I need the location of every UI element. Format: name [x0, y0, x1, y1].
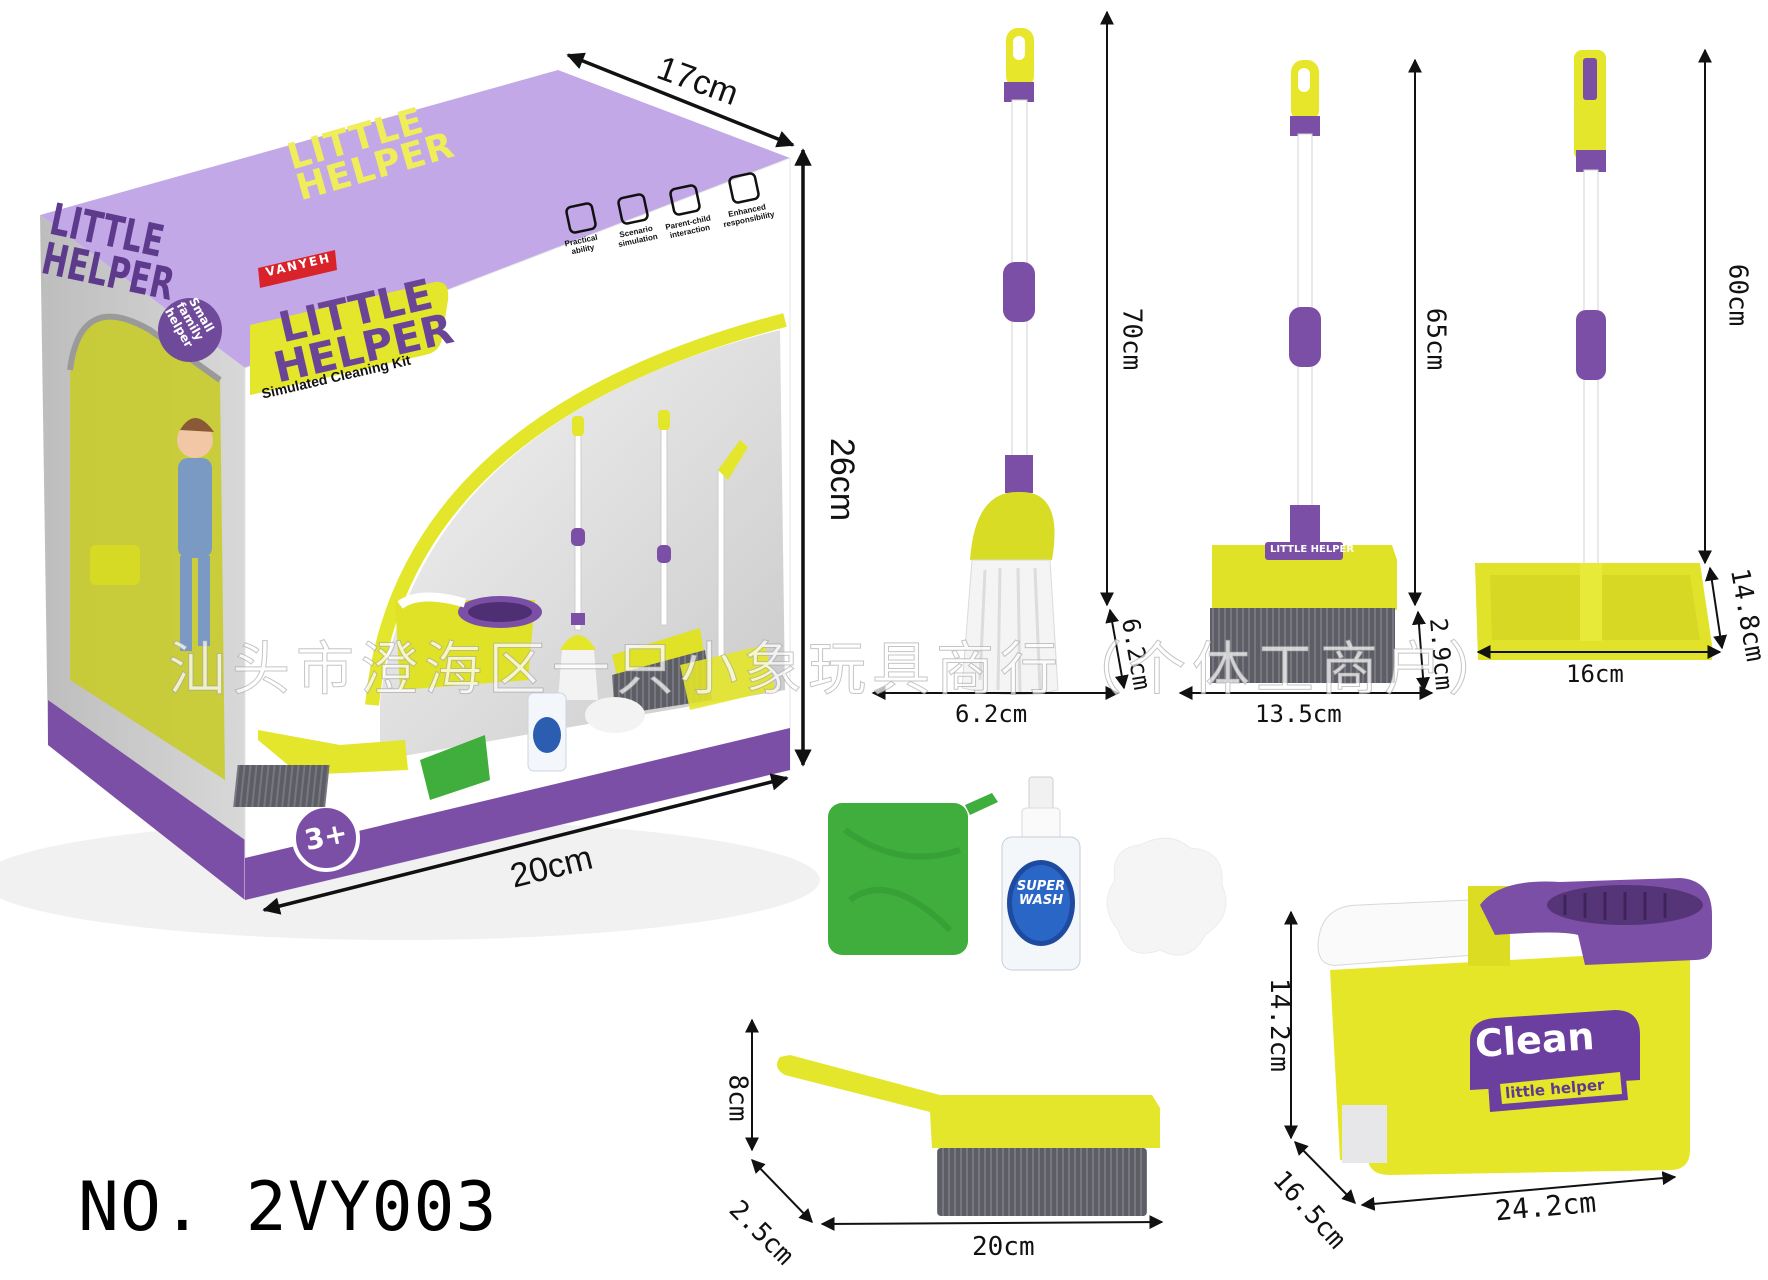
broom: [1210, 60, 1397, 683]
mop-bucket: [1317, 878, 1712, 1175]
product-box: [40, 70, 791, 901]
box-depth-arrow: [566, 52, 795, 148]
mop-width-label: 6.2cm: [955, 700, 1028, 728]
bucket-depth-arrow: [1294, 1141, 1356, 1204]
accessories: [828, 776, 1227, 971]
bucket-logo: Clean: [1473, 1013, 1596, 1067]
model-number: NO. 2VY003: [78, 1168, 498, 1247]
box-height-label: 26cm: [823, 437, 862, 522]
mop: [961, 28, 1059, 696]
box-width-arrow: [262, 773, 789, 915]
dustpan-depth-arrow: [1704, 566, 1728, 650]
broom-head-label: LITTLE HELPER: [1270, 544, 1355, 555]
hand-brush-width-label: 20cm: [972, 1232, 1035, 1262]
flower-sponge: [1106, 837, 1227, 956]
dustpan-height-label: 60cm: [1722, 263, 1753, 327]
dustpan: [1475, 50, 1712, 660]
watermark: 汕头市澄海区一只小象玩具商行（个体工商户）: [167, 635, 1513, 704]
hand-brush-height-label: 8cm: [722, 1074, 753, 1122]
mop-height-label: 70cm: [1116, 307, 1147, 371]
broom-depth-arrow: [1411, 610, 1431, 692]
dustpan-width-label: 16cm: [1566, 660, 1624, 688]
mop-head-height-arrow: [1105, 608, 1129, 690]
cloth: [828, 803, 968, 955]
broom-width-label: 13.5cm: [1255, 700, 1342, 728]
bottle-label: SUPER WASH: [1016, 879, 1066, 908]
broom-height-label: 65cm: [1420, 307, 1451, 371]
bucket-width-arrow: [1360, 1171, 1677, 1211]
hand-brush: [776, 1055, 1160, 1216]
bucket-height-label: 14.2cm: [1263, 978, 1294, 1072]
hand-brush-width-arrow: [820, 1215, 1164, 1231]
hand-brush-depth-arrow: [751, 1158, 813, 1224]
